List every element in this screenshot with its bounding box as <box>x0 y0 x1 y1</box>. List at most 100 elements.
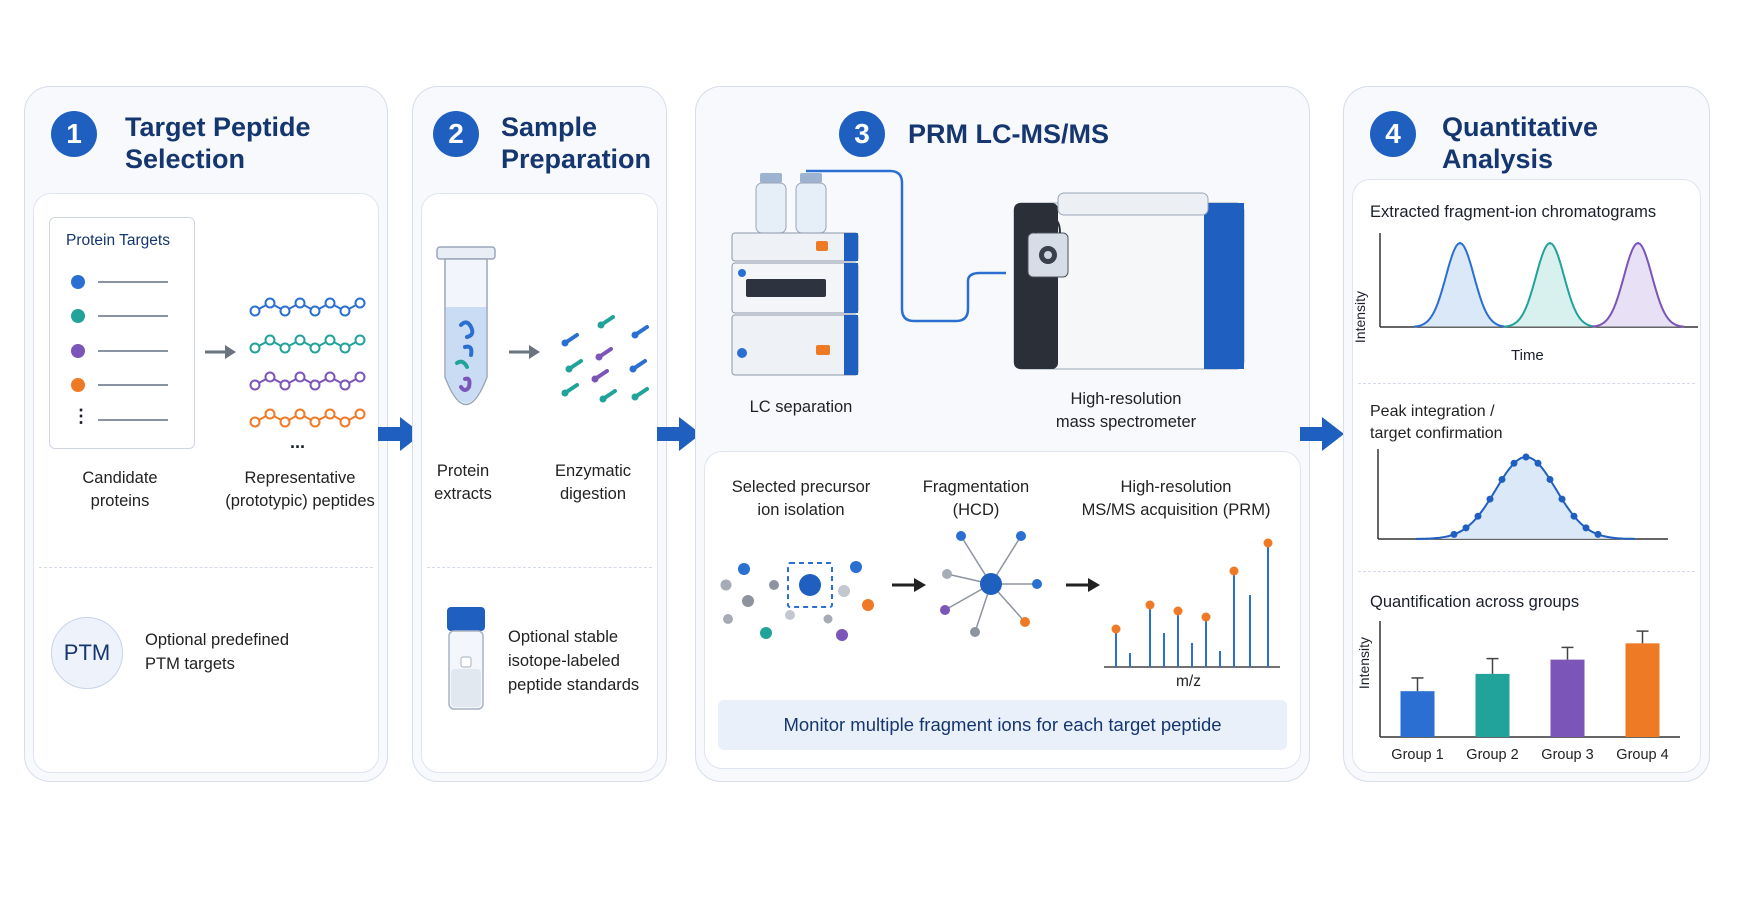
amino-acid-bead <box>324 408 336 420</box>
amino-acid-bead <box>339 342 351 354</box>
protein-ellipsis: ⋮ <box>72 406 90 426</box>
chrom-peak <box>1413 241 1507 328</box>
amino-acid-bead <box>309 379 321 391</box>
label-line: Peak integration / <box>1370 403 1495 420</box>
peptide-ellipsis: ... <box>290 432 306 452</box>
protein-list-graphic <box>71 275 168 421</box>
amino-acid-bead <box>249 342 261 354</box>
bar-2 <box>1475 673 1510 737</box>
panel-title-line2: Analysis <box>1442 144 1554 174</box>
category-label: Group 2 <box>1466 747 1518 763</box>
monitor-banner: Monitor multiple fragment ions for each … <box>718 700 1287 750</box>
standards-description: Optional stable isotope-labeled peptide … <box>508 625 639 697</box>
label-line: Representative <box>244 469 356 487</box>
label-line: Optional stable <box>508 628 619 646</box>
panel-title-line1: Sample <box>501 112 598 142</box>
divider <box>1358 571 1695 572</box>
fragment-peak-marker <box>1111 624 1121 634</box>
arrow-right-icon <box>892 578 926 592</box>
peak-data-point <box>1450 530 1458 538</box>
peak-data-point <box>1474 512 1482 520</box>
amino-acid-bead <box>324 334 336 346</box>
fragment-peak-marker <box>1173 606 1183 616</box>
fragment-ion <box>956 531 966 541</box>
label-mass-spectrometer: High-resolution mass spectrometer <box>1026 388 1226 434</box>
quantification-title: Quantification across groups <box>1370 593 1580 611</box>
label-line: extracts <box>434 485 492 503</box>
bar-4 <box>1625 643 1660 737</box>
fragment-peak-marker <box>1263 538 1273 548</box>
fragment-ion <box>940 605 950 615</box>
ptm-description: Optional predefined PTM targets <box>145 628 289 676</box>
step-number-4: 4 <box>1370 111 1416 157</box>
amino-acid-bead <box>279 305 291 317</box>
panel-title: Target Peptide Selection <box>125 111 311 175</box>
amino-acid-bead <box>264 334 276 346</box>
label-candidate-proteins: Candidate proteins <box>45 467 195 513</box>
panel-title-line1: Quantitative <box>1442 112 1599 142</box>
step-number-1: 1 <box>51 111 97 157</box>
amino-acid-bead <box>294 408 306 420</box>
label-enzymatic-digestion: Enzymatic digestion <box>543 460 643 506</box>
fragment-ion <box>970 627 980 637</box>
peak-data-point <box>1510 459 1518 467</box>
label-line: digestion <box>559 485 627 503</box>
sample-tube-icon <box>436 246 496 406</box>
peptide-chains-graphic <box>249 297 366 428</box>
label-line: PTM targets <box>145 655 235 673</box>
panel-sample-preparation: 2 Sample Preparation Protein extracts En… <box>412 86 667 782</box>
peak-data-point <box>1582 524 1590 532</box>
label-line: proteins <box>90 492 150 510</box>
protein-dot-blue <box>71 275 85 289</box>
peptide-fragment-end <box>631 331 639 339</box>
chromatogram-ylabel: Intensity <box>1352 290 1368 344</box>
chrom-peak <box>1591 241 1685 328</box>
panel-prm-lc-msms: 3 PRM LC-MS/MS LC separation High-reso <box>695 86 1310 782</box>
arrow-right-icon <box>205 345 236 359</box>
peptide-fragment-end <box>561 389 569 397</box>
peptide-fragment-end <box>565 365 573 373</box>
amino-acid-bead <box>339 379 351 391</box>
amino-acid-bead <box>264 297 276 309</box>
panel-title: Sample Preparation <box>501 111 651 175</box>
label-msms-acquisition: High-resolution MS/MS acquisition (PRM) <box>1066 476 1286 522</box>
lc-instrument-icon <box>731 173 859 376</box>
label-line: (HCD) <box>952 501 1000 519</box>
label-line: Optional predefined <box>145 631 290 649</box>
peptide-fragments-graphic <box>561 315 649 403</box>
amino-acid-bead <box>339 305 351 317</box>
amino-acid-bead <box>309 416 321 428</box>
peak-data-point <box>1534 459 1542 467</box>
category-label: Group 4 <box>1616 747 1668 763</box>
amino-acid-bead <box>354 297 366 309</box>
amino-acid-bead <box>279 342 291 354</box>
protein-targets-box: Protein Targets ⋮ <box>49 217 195 449</box>
label-line: Enzymatic <box>554 462 632 480</box>
peptide-fragment-end <box>629 365 637 373</box>
bar-chart-ylabel: Intensity <box>1356 636 1372 690</box>
chromatogram-graphic <box>1379 233 1698 328</box>
peak-integration-title: Peak integration / target confirmation <box>1370 401 1503 445</box>
chrom-peak-fill <box>1504 243 1596 327</box>
amino-acid-bead <box>309 342 321 354</box>
amino-acid-bead <box>279 379 291 391</box>
amino-acid-bead <box>354 371 366 383</box>
protein-targets-title: Protein Targets <box>66 232 170 249</box>
fragment-ion <box>1016 531 1026 541</box>
panel-title: PRM LC-MS/MS <box>908 119 1109 149</box>
chromatogram-title: Extracted fragment-ion chromatograms <box>1370 203 1657 221</box>
amino-acid-bead <box>279 416 291 428</box>
peak-data-point <box>1522 453 1530 461</box>
label-line: Candidate <box>82 469 158 487</box>
amino-acid-bead <box>264 408 276 420</box>
label-line: target confirmation <box>1370 425 1503 442</box>
step-number-2: 2 <box>433 111 479 157</box>
amino-acid-bead <box>309 305 321 317</box>
amino-acid-bead <box>249 379 261 391</box>
precursor-isolation-graphic <box>720 561 874 641</box>
fragment-peak-marker <box>1201 612 1211 622</box>
label-line: High-resolution <box>1120 478 1232 496</box>
peak-data-point <box>1462 524 1470 532</box>
fragment-ion <box>1032 579 1042 589</box>
